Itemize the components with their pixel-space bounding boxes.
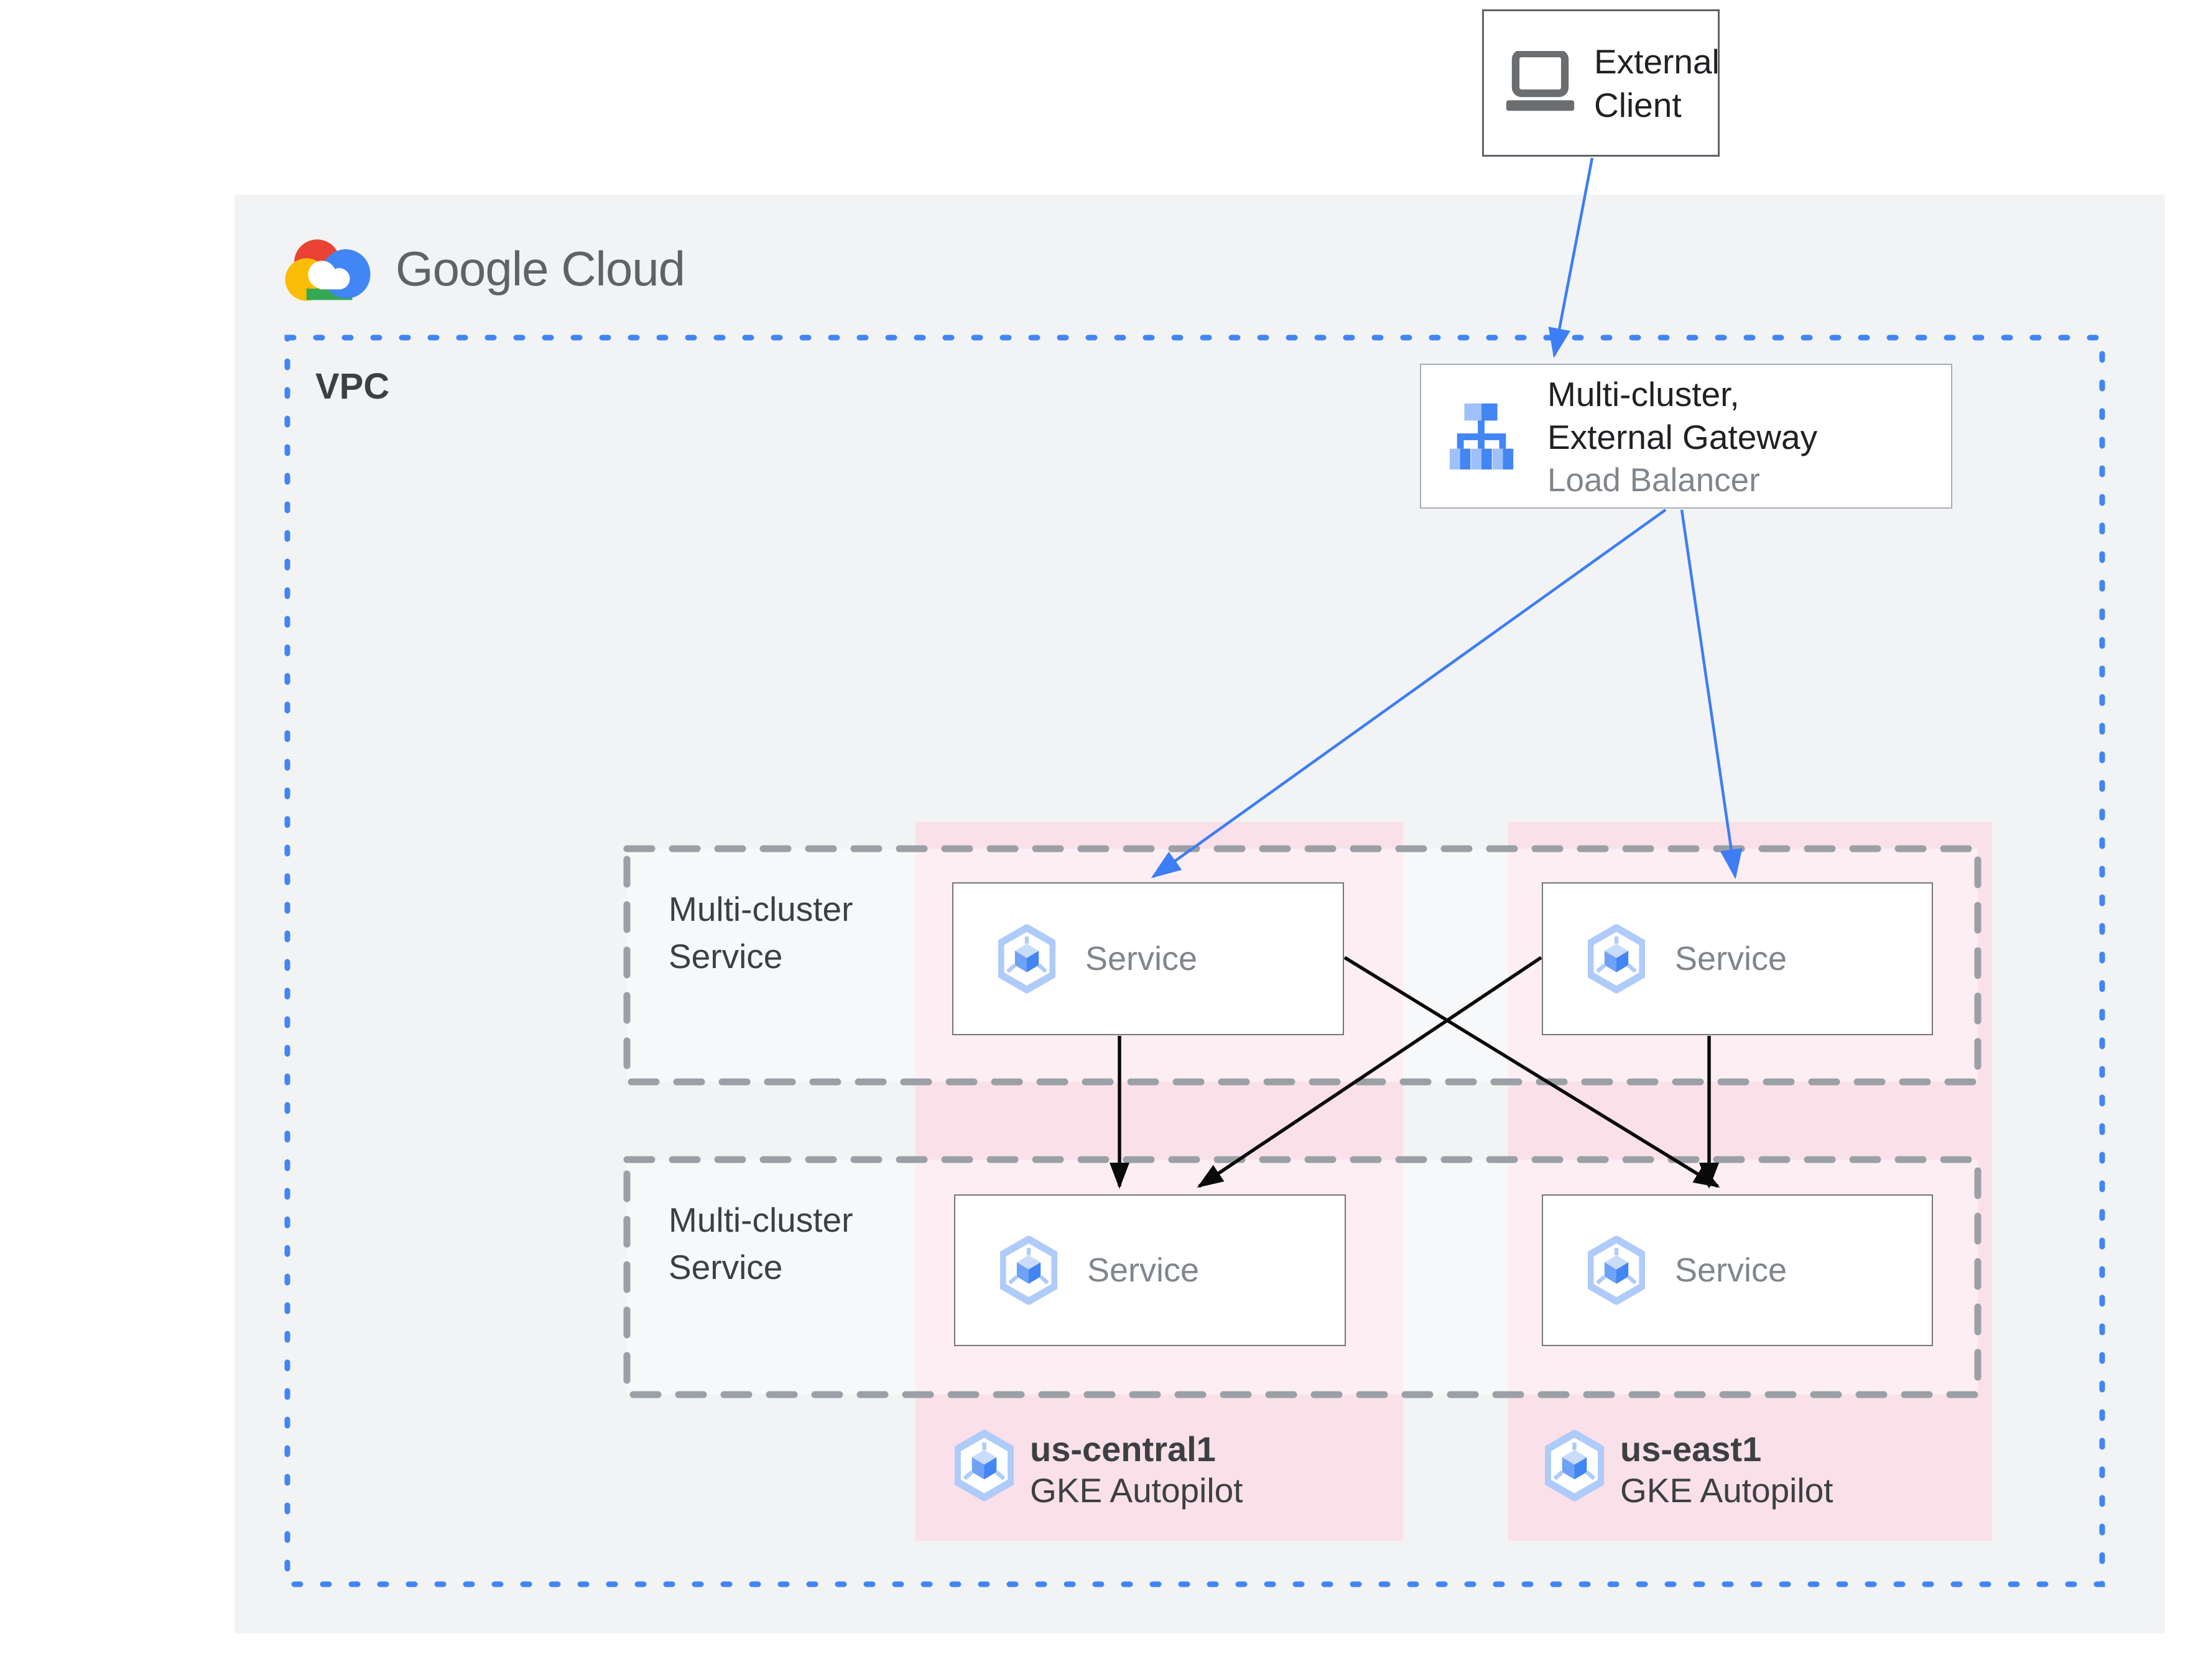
service-row-1-label: Multi-cluster Service xyxy=(669,890,853,976)
gke-cluster-icon xyxy=(955,1428,1014,1503)
load-balancer-label: Multi-cluster, External Gateway Load Bal… xyxy=(1547,371,1817,502)
gke-service-icon xyxy=(1588,1232,1645,1309)
cluster-platform: GKE Autopilot xyxy=(1620,1471,1833,1510)
external-client-node: External Client xyxy=(1482,9,1720,157)
cluster-label-us-east1: us-east1 GKE Autopilot xyxy=(1545,1428,1833,1511)
cluster-platform: GKE Autopilot xyxy=(1030,1471,1243,1510)
service-node-east-row1: Service xyxy=(1542,882,1933,1035)
gke-service-icon xyxy=(1588,920,1645,997)
laptop-icon xyxy=(1505,51,1575,116)
service-node-central-row2: Service xyxy=(954,1194,1346,1346)
gke-cluster-icon xyxy=(1545,1428,1604,1503)
external-client-label: External Client xyxy=(1594,42,1720,124)
google-cloud-logo-text: Google Cloud xyxy=(396,241,685,296)
load-balancer-icon xyxy=(1449,403,1514,469)
service-node-central-row1: Service xyxy=(952,882,1344,1035)
gke-service-icon xyxy=(1000,1232,1057,1309)
service-node-east-row2: Service xyxy=(1542,1194,1933,1346)
gke-service-icon xyxy=(998,920,1055,997)
cluster-region: us-central1 xyxy=(1030,1429,1216,1469)
vpc-label: VPC xyxy=(315,366,390,407)
google-cloud-logo-icon xyxy=(279,239,377,307)
load-balancer-subtitle: Load Balancer xyxy=(1547,462,1760,499)
service-row-2-label: Multi-cluster Service xyxy=(669,1201,853,1286)
google-cloud-logo: Google Cloud xyxy=(279,228,685,310)
cluster-label-us-central1: us-central1 GKE Autopilot xyxy=(955,1428,1243,1511)
cluster-region: us-east1 xyxy=(1620,1429,1762,1469)
load-balancer-node: Multi-cluster, External Gateway Load Bal… xyxy=(1420,364,1952,509)
